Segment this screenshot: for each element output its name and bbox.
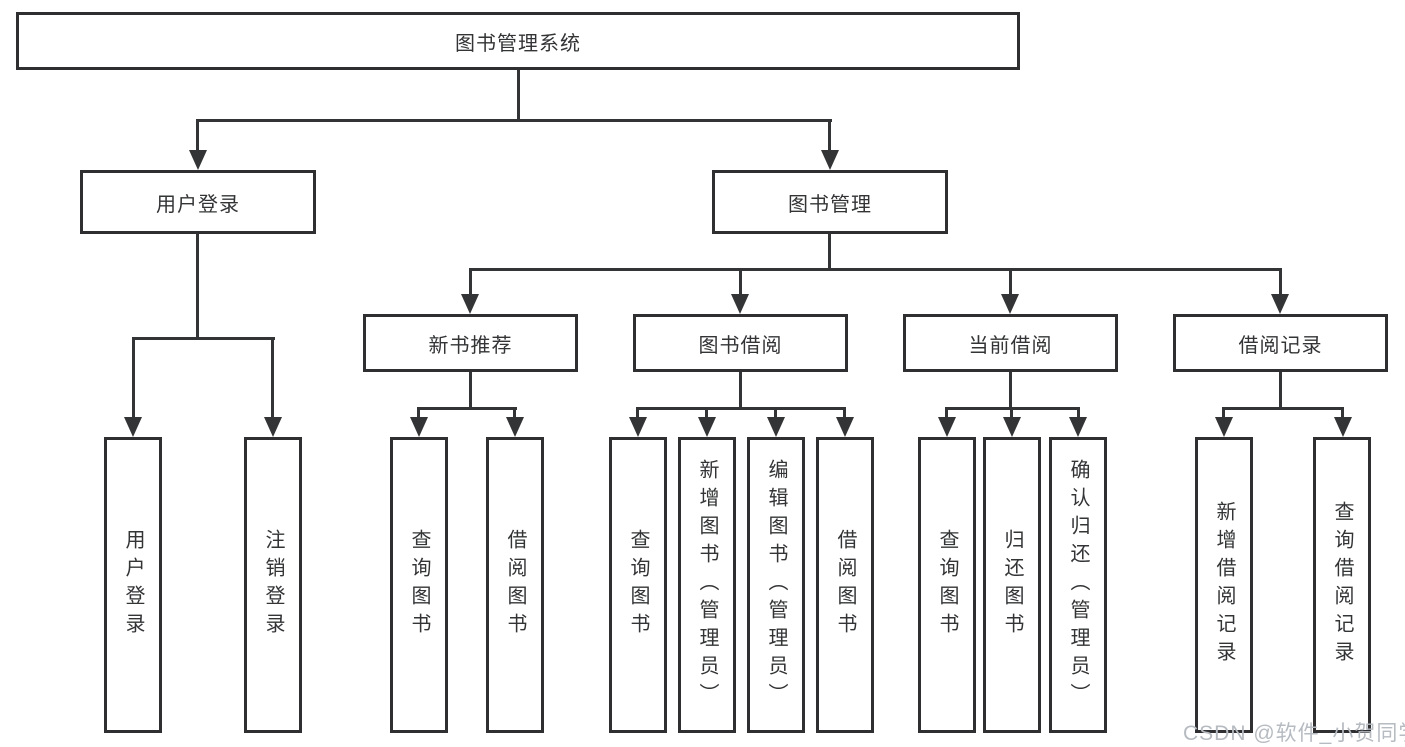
connector-stub (417, 407, 420, 419)
node-current-borrowing: 当前借阅 (903, 314, 1118, 372)
node-book-management: 图书管理 (712, 170, 948, 234)
arrow-down-icon (264, 417, 282, 437)
leaf-query-books: 查询图书 (918, 437, 976, 733)
arrow-down-icon (1003, 417, 1021, 437)
connector-stub (774, 407, 777, 419)
arrow-down-icon (1215, 417, 1233, 437)
connector-stub (132, 337, 135, 419)
connector-horizontal (1222, 407, 1344, 410)
connector-horizontal (636, 407, 846, 410)
arrow-down-icon (1271, 294, 1289, 314)
node-new-book-recommend: 新书推荐 (363, 314, 578, 372)
csdn-watermark: CSDN @软件_小贺同学 (1183, 722, 1405, 745)
leaf-edit-books-admin: 编辑图书（管理员） (747, 437, 805, 733)
arrow-down-icon (938, 417, 956, 437)
leaf-return-books: 归还图书 (983, 437, 1041, 733)
leaf-borrow-books: 借阅图书 (816, 437, 874, 733)
leaf-add-borrow-record: 新增借阅记录 (1195, 437, 1253, 733)
connector-root-vertical (517, 70, 520, 122)
arrow-down-icon (124, 417, 142, 437)
leaf-query-books: 查询图书 (609, 437, 667, 733)
arrow-down-icon (189, 150, 207, 170)
connector-stub (739, 268, 742, 296)
connector-vertical (739, 372, 742, 410)
arrow-down-icon (410, 417, 428, 437)
arrow-down-icon (506, 417, 524, 437)
connector-stub (1009, 268, 1012, 296)
connector-stub (1341, 407, 1344, 419)
leaf-borrow-books: 借阅图书 (486, 437, 544, 733)
connector-horizontal (469, 268, 1282, 271)
leaf-confirm-return-admin: 确认归还（管理员） (1049, 437, 1107, 733)
connector-stub (1077, 407, 1080, 419)
leaf-user-login: 用户登录 (104, 437, 162, 733)
arrow-down-icon (1334, 417, 1352, 437)
arrow-down-icon (461, 294, 479, 314)
connector-vertical (1279, 372, 1282, 410)
connector-stub (1222, 407, 1225, 419)
arrow-down-icon (1001, 294, 1019, 314)
connector-stub (1279, 268, 1282, 296)
leaf-query-books: 查询图书 (390, 437, 448, 733)
connector-stub (1010, 407, 1013, 419)
arrow-down-icon (731, 294, 749, 314)
connector-stub (636, 407, 639, 419)
connector-vertical (469, 372, 472, 410)
arrow-down-icon (821, 150, 839, 170)
arrow-down-icon (836, 417, 854, 437)
arrow-down-icon (1069, 417, 1087, 437)
leaf-logout: 注销登录 (244, 437, 302, 733)
node-root: 图书管理系统 (16, 12, 1020, 70)
connector-stub (843, 407, 846, 419)
connector-horizontal (417, 407, 517, 410)
connector-stub (196, 119, 199, 152)
connector-stub (469, 268, 472, 296)
arrow-down-icon (767, 417, 785, 437)
connector-stub (705, 407, 708, 419)
leaf-add-books-admin: 新增图书（管理员） (678, 437, 736, 733)
arrow-down-icon (698, 417, 716, 437)
connector-vertical (196, 234, 199, 340)
leaf-query-borrow-record: 查询借阅记录 (1313, 437, 1371, 733)
connector-stub (271, 337, 274, 419)
node-borrowing-records: 借阅记录 (1173, 314, 1388, 372)
connector-stub (945, 407, 948, 419)
connector-vertical (1009, 372, 1012, 410)
connector-root-horizontal (196, 119, 832, 122)
connector-horizontal (132, 337, 275, 340)
connector-stub (513, 407, 516, 419)
connector-stub (828, 119, 831, 152)
connector-vertical (828, 234, 831, 271)
node-user-login: 用户登录 (80, 170, 316, 234)
arrow-down-icon (629, 417, 647, 437)
node-book-borrowing: 图书借阅 (633, 314, 848, 372)
